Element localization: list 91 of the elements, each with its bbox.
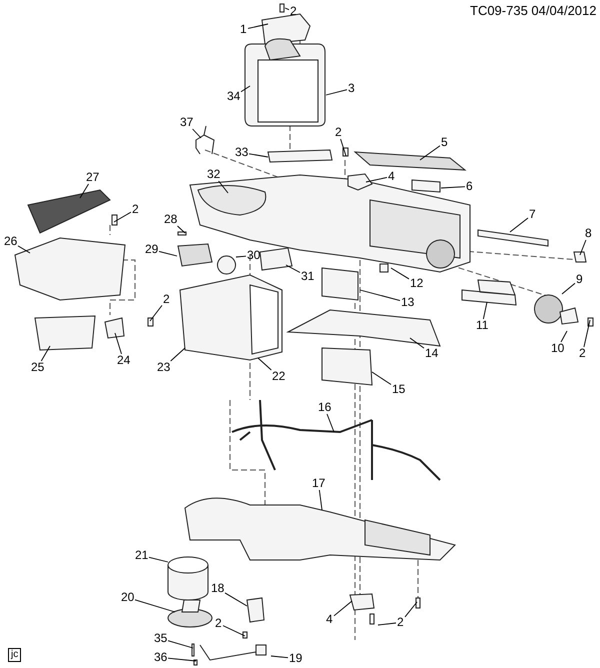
leader-line	[192, 128, 202, 138]
leader-line	[340, 138, 346, 156]
leader-line	[168, 640, 194, 648]
callout-number: 1	[239, 23, 248, 36]
leader-line	[177, 226, 186, 234]
callout-number: 27	[85, 171, 100, 184]
callout-number: 2	[334, 126, 343, 139]
callout-number: 29	[144, 243, 160, 256]
leader-line	[440, 186, 466, 188]
callout-number: 19	[288, 652, 304, 665]
leader-line	[580, 240, 586, 256]
callout-number: 4	[387, 170, 396, 183]
leader-line	[284, 8, 290, 10]
callout-number: 7	[528, 208, 537, 221]
callout-number: 15	[391, 383, 406, 396]
callout-number: 17	[311, 477, 326, 490]
leader-line	[360, 290, 400, 301]
callout-number: 28	[163, 213, 178, 226]
callout-number: 2	[578, 347, 587, 360]
leader-line	[584, 320, 590, 348]
leader-line	[560, 330, 568, 342]
leader-line	[270, 656, 288, 658]
leader-line	[326, 414, 334, 432]
leader-line	[224, 592, 248, 606]
leader-line	[372, 372, 392, 385]
callout-number: 24	[116, 354, 132, 367]
callout-number: 31	[300, 270, 316, 283]
leader-line	[114, 212, 132, 222]
leader-line	[410, 338, 424, 349]
callout-number: 26	[3, 235, 18, 248]
leader-line	[114, 332, 122, 354]
leader-line	[170, 348, 186, 362]
callout-number: 32	[206, 168, 222, 181]
callout-number: 16	[317, 401, 332, 414]
callout-number: 11	[475, 319, 490, 332]
callout-number: 23	[156, 361, 172, 374]
leader-line	[404, 602, 418, 618]
leader-line	[134, 599, 176, 612]
callout-number: 36	[153, 651, 168, 664]
leader-line	[218, 180, 228, 194]
callout-number: 12	[409, 277, 424, 290]
leader-line	[334, 600, 352, 616]
leader-line	[286, 264, 300, 273]
leader-line	[318, 490, 322, 510]
callout-number: 13	[400, 296, 416, 309]
callout-number: 2	[131, 203, 140, 216]
callout-number: 21	[134, 549, 150, 562]
leader-line	[482, 302, 488, 320]
leader-line	[420, 145, 440, 160]
leader-line	[378, 622, 396, 626]
callout-number: 5	[440, 136, 449, 149]
leader-line	[258, 358, 272, 370]
leader-line	[240, 86, 250, 92]
callout-number: 25	[30, 361, 46, 374]
leader-line	[366, 177, 388, 182]
callout-number: 2	[289, 5, 298, 18]
callout-number: 22	[271, 370, 286, 383]
leader-line	[248, 24, 268, 29]
callout-number: 30	[246, 249, 262, 262]
leader-line	[326, 89, 348, 96]
callout-number: 33	[234, 146, 250, 159]
callout-number: 20	[120, 591, 136, 604]
callout-number: 2	[162, 293, 171, 306]
leader-line	[80, 184, 89, 198]
callout-number: 2	[214, 617, 223, 630]
callout-number: 14	[424, 347, 440, 360]
callout-number: 34	[226, 90, 242, 103]
leader-line	[562, 282, 576, 294]
initials-tag: jc	[8, 648, 22, 662]
leader-line	[510, 218, 528, 232]
callout-number: 37	[179, 116, 194, 129]
callout-number: 3	[347, 82, 356, 95]
leader-line	[150, 304, 162, 322]
callout-number: 35	[153, 632, 168, 645]
leader-line	[222, 625, 246, 636]
callout-number: 9	[575, 273, 584, 286]
leader-line	[158, 250, 178, 256]
callout-number: 8	[584, 227, 593, 240]
callout-number: 4	[325, 613, 334, 626]
leader-line	[168, 658, 196, 662]
leader-line	[390, 268, 410, 280]
leader-line	[148, 556, 168, 562]
leader-line	[18, 245, 30, 254]
callout-number: 2	[396, 616, 405, 629]
leader-line	[248, 153, 268, 158]
callout-number: 18	[210, 582, 226, 595]
callout-number: 10	[550, 342, 566, 355]
drawing-number: TC09-735 04/04/2012	[470, 3, 596, 18]
leader-line	[40, 346, 50, 362]
leader-line	[236, 256, 246, 258]
callout-number: 6	[465, 180, 474, 193]
